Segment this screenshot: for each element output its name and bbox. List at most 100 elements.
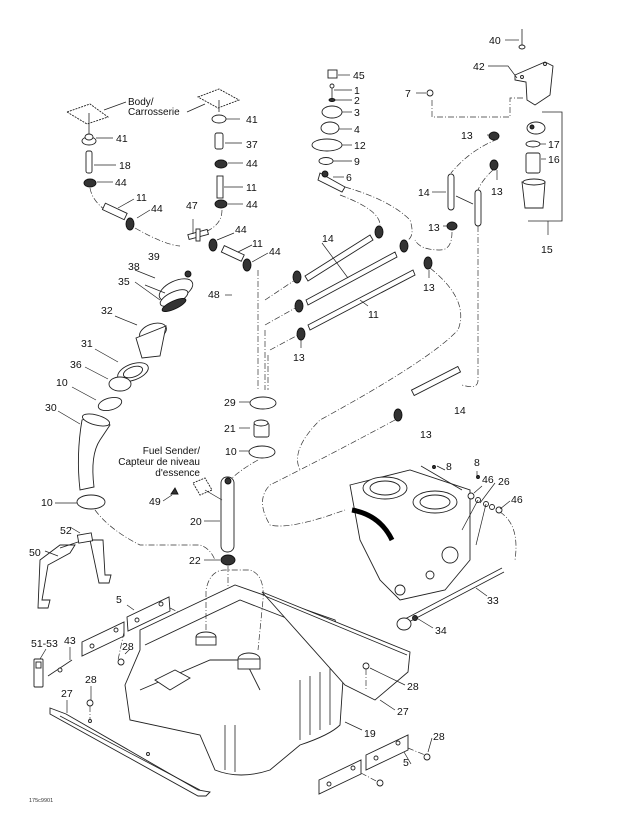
rail-27-right [261,591,411,701]
hose-11-a [101,202,128,221]
callout-12: 12 [354,140,366,152]
strap-50 [37,537,112,609]
pin-8-a [432,465,436,469]
callout-44-a: 44 [115,177,127,189]
filter-head [526,121,546,135]
callout-33: 33 [487,595,499,607]
knob-3 [321,105,343,119]
nut-7 [426,89,434,97]
callout-44-c: 44 [246,158,258,170]
clamp-13-i [446,221,458,231]
callout-13-d: 13 [491,186,503,198]
pin-43 [57,667,63,673]
screw-28-f [376,779,384,787]
callout-41-left: 41 [116,133,128,145]
callout-52: 52 [60,525,72,537]
screw-40 [518,44,526,50]
callout-20: 20 [190,516,202,528]
callout-14-c: 14 [454,405,466,417]
callout-46-a: 46 [482,474,494,486]
vent-cap-39 [184,270,192,278]
clamp-13-a [292,270,302,284]
fuel-sender-note-line3: d'essence [155,468,200,479]
fuel-tank-19 [124,584,346,776]
body-plate-left [65,101,127,125]
clamp-10-c [248,445,276,459]
choke-knob-34 [396,617,412,631]
filter-element-16 [525,152,541,174]
clamp-44-a [83,178,97,188]
latch-51-53 [33,658,44,688]
callout-47: 47 [186,200,198,212]
callout-29: 29 [224,397,236,409]
washer-46-a [467,492,475,500]
callout-11-a: 11 [136,192,147,204]
callout-32: 32 [101,305,113,317]
callout-49: 49 [149,496,161,508]
callout-45: 45 [353,70,365,82]
callout-26: 26 [498,476,510,488]
clamp-13-g [488,131,500,141]
callout-10-a: 10 [56,377,68,389]
callout-46-b: 46 [511,494,523,506]
callout-28-c: 28 [407,681,419,693]
callout-38: 38 [128,261,140,273]
plate-12 [311,138,343,152]
callout-44-e: 44 [235,224,247,236]
callout-13-e: 13 [428,222,440,234]
bracket-5-upper [126,596,171,632]
o-ring-17 [525,140,541,148]
callout-17: 17 [548,139,560,151]
callout-50: 50 [29,547,41,559]
cap-45 [327,69,338,79]
clamp-10-b [76,494,106,510]
clamp-13-e [399,239,409,253]
clamp-44-b [125,217,135,231]
buckle-52 [76,532,94,544]
hose-14-return [410,365,462,397]
filter-bowl [521,178,546,209]
hose-11-b [216,175,224,199]
screw-28-e [423,753,431,761]
carburetor-assembly [349,469,471,601]
hose-14-long [304,234,374,282]
callout-8-a: 8 [446,461,452,473]
clamp-44-e [208,238,218,252]
callout-13-b: 13 [423,282,435,294]
fuel-sender-note-line1: Fuel Sender/ [143,446,200,457]
screw-28-b [117,658,125,666]
grommet-41-right [211,114,227,124]
callout-34: 34 [435,625,447,637]
clamp-44-c [214,159,228,169]
clamp-13-d [374,225,384,239]
leader-lines [39,39,546,765]
valve-37 [214,132,224,150]
clamp-10-a [97,396,123,412]
callout-11-c: 11 [252,238,263,250]
callout-4: 4 [354,124,360,136]
callout-13-a: 13 [293,352,305,364]
screw-28-d [362,662,370,670]
bracket-5-lower [81,621,125,657]
callout-43: 43 [64,635,76,647]
clamp-13-h [489,159,499,171]
callout-30: 30 [45,402,57,414]
clamp-13-c [296,327,306,341]
callout-40: 40 [489,35,501,47]
callout-5-right: 5 [403,757,409,769]
callout-8-b: 8 [474,457,480,469]
callout-7: 7 [405,88,411,100]
callout-22: 22 [189,555,201,567]
callout-36: 36 [70,359,82,371]
fuel-sender-note-line2: Capteur de niveau [118,457,200,468]
bracket-5-right-upper [365,734,409,771]
callout-35: 35 [118,276,130,288]
grommet-21 [253,419,270,438]
callout-51-53: 51-53 [31,638,58,650]
callout-11-b: 11 [246,182,257,194]
hose-14-filter-b [474,189,482,227]
fuel-sender-20 [220,476,235,553]
clamp-44-d [214,199,228,209]
clamp-44-f [242,258,252,272]
screw-28-c [86,699,94,707]
